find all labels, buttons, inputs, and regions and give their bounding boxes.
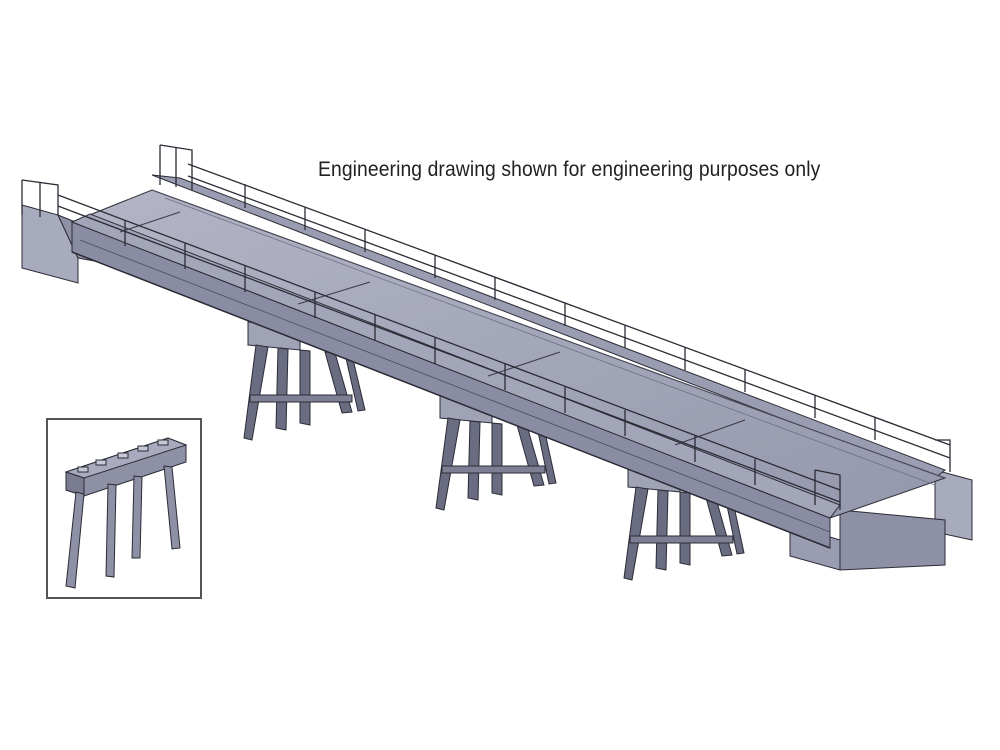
bridge-deck bbox=[70, 174, 947, 549]
drawing-caption: Engineering drawing shown for engineerin… bbox=[318, 158, 821, 181]
pier-detail-inset bbox=[46, 418, 202, 599]
far-handrail bbox=[159, 144, 951, 472]
pier-2 bbox=[435, 395, 557, 511]
pier-detail-icon bbox=[64, 437, 188, 589]
pier-1 bbox=[243, 321, 366, 441]
near-handrail bbox=[21, 179, 841, 510]
right-abutment bbox=[789, 469, 973, 571]
